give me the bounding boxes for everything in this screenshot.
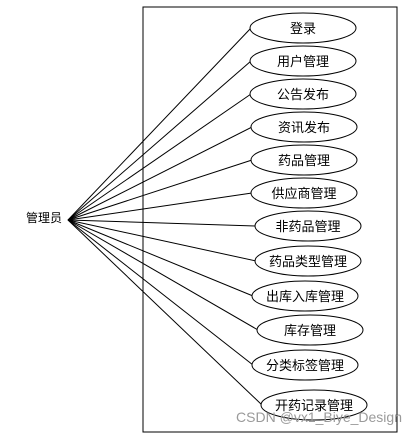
association-line: [67, 192, 253, 221]
use-case-label: 出库入库管理: [266, 289, 344, 305]
use-case-label: 登录: [290, 22, 316, 37]
association-line: [67, 60, 252, 221]
use-case-item: 供应商管理: [67, 177, 358, 221]
use-case-item: 公告发布: [67, 78, 357, 221]
use-case-label: 公告发布: [277, 87, 329, 103]
association-line: [67, 219, 254, 297]
use-case-layer: 登录用户管理公告发布资讯发布药品管理供应商管理非药品管理药品类型管理出库入库管理…: [67, 12, 368, 421]
association-line: [67, 219, 263, 406]
use-case-ellipse: [260, 389, 368, 421]
use-case-ellipse: [250, 144, 358, 176]
use-case-item: 出库入库管理: [67, 219, 359, 312]
use-case-item: 药品类型管理: [67, 219, 362, 277]
use-case-label: 分类标签管理: [266, 358, 344, 374]
use-case-ellipse: [249, 78, 357, 110]
use-case-item: 非药品管理: [67, 210, 362, 242]
use-case-ellipse: [249, 45, 357, 77]
use-case-label: 非药品管理: [275, 220, 340, 235]
use-case-label: 开药记录管理: [275, 399, 353, 414]
use-case-item: 用户管理: [67, 45, 357, 221]
use-case-label: 用户管理: [277, 54, 329, 70]
use-case-ellipse: [249, 12, 357, 44]
use-case-label: 药品管理: [278, 154, 330, 169]
use-case-item: 库存管理: [67, 219, 364, 346]
actor-label: 管理员: [26, 210, 62, 225]
association-line: [67, 159, 253, 221]
use-case-label: 库存管理: [284, 323, 336, 339]
use-case-ellipse: [254, 245, 362, 277]
system-boundary: [142, 6, 398, 433]
use-case-item: 药品管理: [67, 144, 358, 221]
use-case-label: 资讯发布: [278, 120, 330, 136]
use-case-label: 供应商管理: [271, 186, 336, 202]
use-case-ellipse: [256, 314, 364, 346]
use-case-item: 分类标签管理: [67, 219, 359, 381]
association-line: [67, 219, 257, 262]
use-case-ellipse: [251, 349, 359, 381]
use-case-item: 登录: [67, 12, 357, 221]
association-line: [67, 93, 252, 221]
association-line: [67, 126, 253, 221]
association-line: [67, 27, 252, 221]
use-case-item: 资讯发布: [67, 111, 358, 221]
watermark: CSDN @vx1_Biye_Design: [236, 409, 402, 425]
association-line: [67, 219, 257, 227]
use-case-item: 开药记录管理: [67, 219, 368, 421]
use-case-ellipse: [254, 210, 362, 242]
use-case-ellipse: [250, 177, 358, 209]
association-line: [67, 219, 254, 366]
use-case-ellipse: [251, 280, 359, 312]
association-line: [67, 219, 259, 331]
use-case-ellipse: [250, 111, 358, 143]
use-case-label: 药品类型管理: [269, 255, 347, 270]
